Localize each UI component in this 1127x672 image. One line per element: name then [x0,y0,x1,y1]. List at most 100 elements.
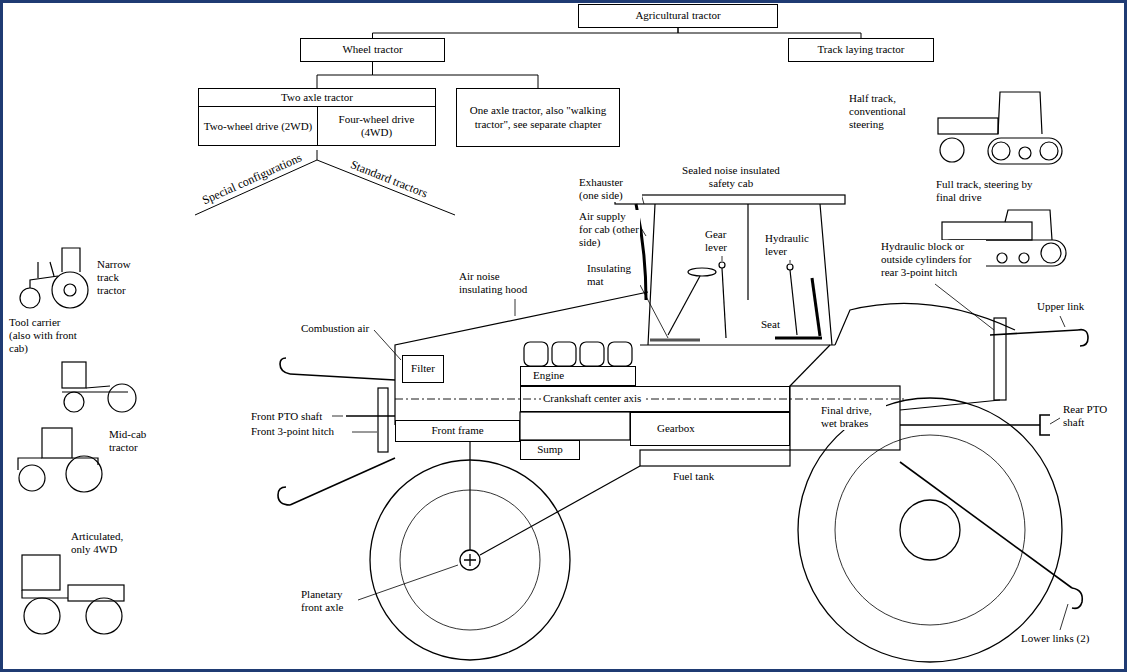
tractor-body [790,386,900,450]
tractor-sketch [22,590,68,598]
wheel [370,460,570,660]
part-label: Fuel tank [672,470,715,483]
tractor-sketch [992,142,1010,160]
part-label: Sealed noise insulated safety cab [668,164,794,190]
tractor-body [719,262,725,268]
tractor-body [835,303,1015,345]
node-text: One axle tractor, also "walking tractor"… [461,104,615,130]
tractor-body [469,442,470,550]
tractor-sketch [1019,253,1029,263]
leader-line [374,330,401,360]
node-text: Two-wheel drive (2WD) [204,120,313,133]
tractor-body [900,400,1000,410]
leader-line [935,284,994,330]
part-label: Exhauster (one side) [578,176,642,202]
tractor-sketch [1041,243,1061,263]
tractor-sketch [64,284,76,296]
part-box: Gearbox [630,412,790,446]
connector-line [678,28,861,38]
leader-line [1060,316,1065,327]
hitch-link [280,358,290,374]
tractor-sketch [108,384,136,412]
tractor-sketch [62,362,86,388]
leader-line [332,416,343,417]
node-text: Four-wheel drive (4WD) [322,113,431,139]
tractor-body [790,345,830,386]
wheel [460,550,480,570]
part-box: Filter [402,355,444,383]
tractor-sketch [1019,147,1031,159]
hitch-link [290,458,395,505]
part-box: Engine [520,366,636,386]
leader-line [722,256,723,261]
tractor-sketch [940,138,964,162]
hitch-link [1040,415,1050,435]
type-label: Articulated, only 4WD [70,530,134,556]
tractor-body [395,399,905,400]
part-label: Final drive, wet brakes [820,404,886,430]
connector-line [373,28,679,38]
tractor-sketch [42,428,72,458]
tractor-body [520,412,630,440]
part-label: Air supply for cab (other side) [578,210,640,250]
type-label: Tool carrier (also with front cab) [8,316,80,356]
branch-line [195,150,455,215]
hitch-link [900,424,1040,426]
leader-line [515,299,516,316]
category-cell: Four-wheel drive (4WD) [317,107,435,145]
leader-line [358,565,458,600]
tractor-sketch [68,585,124,601]
tractor-body [640,450,790,466]
tractor-sketch [942,222,1032,240]
leader-line [790,260,791,263]
tractor-sketch [18,458,98,470]
tractor-body [812,278,820,336]
tractor-body [790,270,797,335]
leader-line [1060,604,1068,630]
wheel [900,500,960,560]
tractor-sketch [19,465,45,491]
leader-line [352,432,377,433]
leader-line [640,285,668,338]
tractor-sketch [64,392,84,412]
part-label: Insulating mat [586,262,640,288]
node-text: Wheel tractor [342,43,402,56]
part-label: Lower links (2) [1020,632,1090,645]
tractor-sketch [997,253,1007,263]
tractor-sketch [988,138,1062,164]
wheel [370,398,1062,662]
tractor-sketch [30,248,80,288]
node-text: Engine [531,369,566,382]
part-box: Front frame [395,420,520,442]
node-text: Track laying tractor [818,43,905,56]
tractor-sketch [1040,142,1058,160]
part-label: Upper link [1036,300,1085,313]
tractor-sketch [22,555,60,590]
hitch-link [1078,330,1088,346]
wheel [798,398,1062,662]
category-box: Wheel tractor [300,38,445,62]
tractor-body [480,466,640,555]
branch-label: Standard tractors [347,157,430,201]
tractor-sketch [20,288,40,308]
hitch-link [290,374,395,380]
part-label: Hydraulic lever [764,232,816,258]
tractor-body [650,339,700,342]
tractor-body [580,342,604,366]
branch-line [195,150,455,215]
node-text: Filter [409,362,437,375]
part-label: Rear PTO shaft [1062,403,1120,429]
node-text: Sump [535,443,565,456]
tractor-sketch [18,92,1066,634]
branch-label: Special configurations [199,150,305,208]
tractor-body [395,292,648,425]
part-box: Crankshaft center axis [520,386,790,412]
type-label: Half track, conventional steering [848,92,916,132]
leader-line [641,228,646,236]
type-label: Narrow track tractor [96,258,142,298]
part-label: Hydraulic block or outside cylinders for… [880,240,986,280]
hitch-link [990,330,1078,335]
category-box: Track laying tractor [788,38,934,62]
